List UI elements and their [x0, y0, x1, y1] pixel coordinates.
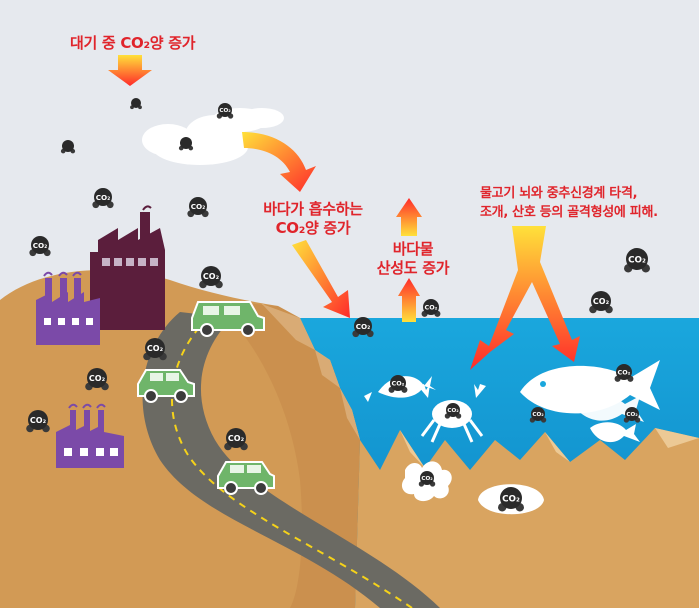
label-atmosphere-increase: 대기 중 CO₂양 증가 — [70, 34, 196, 52]
co2-molecule-icon: CO₂ — [26, 410, 50, 433]
car-icon-sedan — [137, 369, 195, 403]
co2-molecule-icon: CO₂ — [418, 471, 436, 487]
co2-molecule-icon — [60, 140, 76, 154]
co2-molecule-label: CO₂ — [502, 495, 520, 505]
co2-molecule-label: CO₂ — [618, 369, 631, 377]
co2-molecule-label: CO₂ — [392, 380, 405, 388]
co2-molecule-icon: CO₂ — [199, 266, 223, 289]
co2-molecule-icon: CO₂ — [529, 407, 547, 423]
co2-molecule-label: CO₂ — [96, 193, 111, 202]
factory-icon-purple-2 — [56, 403, 124, 468]
label-acidity-line2: 산성도 증가 — [376, 259, 450, 277]
co2-molecule-icon — [130, 98, 142, 110]
co2-molecule-icon: CO₂ — [224, 428, 248, 451]
co2-molecule-label: CO₂ — [228, 434, 245, 443]
co2-molecule-label: CO₂ — [147, 344, 164, 353]
co2-molecule-icon: CO₂ — [614, 364, 634, 382]
co2-molecule-label: CO₂ — [203, 272, 220, 281]
co2-molecule-icon: CO₂ — [187, 197, 209, 218]
co2-molecule-icon: CO₂ — [143, 338, 167, 361]
co2-molecule-icon: CO₂ — [216, 103, 234, 119]
label-marine-damage: 물고기 뇌와 중추신경계 타격, 조개, 산호 등의 골격형성에 피해. — [480, 184, 658, 222]
co2-molecule-icon — [178, 137, 194, 151]
factory-icon-purple — [36, 271, 100, 345]
label-ocean-absorbs-line1: 바다가 흡수하는 — [263, 200, 363, 218]
co2-molecule-label: CO₂ — [628, 256, 646, 266]
co2-molecule-label: CO₂ — [421, 476, 433, 482]
co2-molecule-label: CO₂ — [219, 108, 231, 114]
arrow-split-damage — [470, 226, 580, 370]
co2-molecule-label: CO₂ — [33, 241, 48, 250]
arrow-down-ocean — [292, 240, 350, 318]
co2-molecule-label: CO₂ — [191, 202, 206, 211]
co2-molecule-icon: CO₂ — [623, 407, 641, 423]
road — [142, 312, 440, 608]
co2-molecule-icon: CO₂ — [589, 291, 613, 314]
co2-molecule-label: CO₂ — [425, 304, 438, 312]
car-icon-jeep — [191, 301, 265, 337]
co2-molecule-label: CO₂ — [593, 297, 610, 306]
arrow-curve-cloud — [242, 132, 316, 192]
arrow-up-2 — [398, 278, 420, 322]
co2-molecule-label: CO₂ — [532, 412, 544, 418]
co2-molecule-label: CO₂ — [89, 374, 106, 383]
co2-molecule-label: CO₂ — [356, 322, 371, 331]
label-acidity: 바다물 산성도 증가 — [372, 240, 454, 278]
co2-molecule-icon: CO₂ — [498, 487, 524, 512]
co2-molecule-icon: CO₂ — [388, 375, 408, 393]
co2-molecule-icon: CO₂ — [352, 317, 374, 338]
co2-molecule-icon: CO₂ — [85, 368, 109, 391]
co2-molecule-icon: CO₂ — [624, 248, 650, 273]
co2-molecule-icon: CO₂ — [444, 403, 462, 419]
co2-molecule-icon: CO₂ — [92, 188, 114, 209]
label-ocean-absorbs-line2: CO₂양 증가 — [275, 219, 351, 237]
car-icon-hatch — [217, 461, 275, 495]
co2-molecule-label: CO₂ — [30, 416, 47, 425]
factory-icon-dark — [90, 205, 165, 330]
arrow-up-1 — [396, 198, 422, 236]
co2-molecules: CO₂ CO₂ CO₂ CO₂ CO₂ CO₂ CO₂ CO₂ CO₂ CO₂ CO₂ CO₂ CO₂ C… — [26, 98, 650, 512]
label-marine-damage-line1: 물고기 뇌와 중추신경계 타격, — [480, 186, 638, 201]
co2-molecule-label: CO₂ — [447, 408, 459, 414]
label-acidity-line1: 바다물 — [392, 240, 434, 258]
co2-molecule-label: CO₂ — [626, 412, 638, 418]
label-ocean-absorbs: 바다가 흡수하는 CO₂양 증가 — [254, 200, 372, 238]
arrow-down-atmosphere — [108, 55, 152, 86]
co2-molecule-icon: CO₂ — [29, 236, 51, 257]
label-marine-damage-line2: 조개, 산호 등의 골격형성에 피해. — [480, 205, 658, 220]
co2-molecule-icon: CO₂ — [421, 299, 441, 317]
